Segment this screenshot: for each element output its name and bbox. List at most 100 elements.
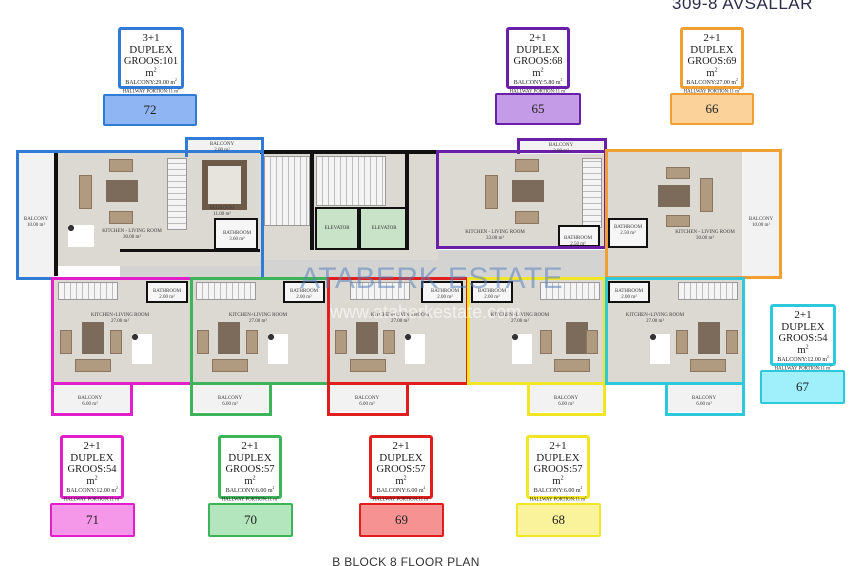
unit-67-balcony [668,382,742,412]
unit-type: 2+1 DUPLEX [70,440,114,465]
unit-72-balcony-top [187,139,259,153]
hallway-area: HALLWAY PORTION:11 m2 [122,86,180,95]
unit-71-stairs [58,282,118,300]
elevator-2: ELEVATOR [359,207,409,250]
unit-67-outline [605,277,745,385]
armchair [515,159,539,172]
unit-66-number-tag[interactable]: 66 [670,93,754,125]
unit-70-info-card: 2+1 DUPLEX GROOS:57 m2 BALCONY:6.00 m2 H… [218,435,282,516]
balcony-area: BALCONY:29.00 m2 [125,78,177,87]
balcony-area: BALCONY:6.00 m2 [376,486,426,495]
unit-68-balcony [530,382,603,412]
balcony-area: BALCONY:6.00 m2 [533,486,583,495]
coffee-table [512,180,544,202]
balcony-area: BALCONY:6.00 m2 [225,486,275,495]
unit-71-bathroom [146,281,188,303]
unit-type: 2+1 DUPLEX [379,440,423,465]
balcony-area: BALCONY:12.00 m2 [66,486,118,495]
gross-area: GROOS:54 m2 [778,333,828,356]
sofa [383,330,395,354]
unit-66-info-card: 2+1 DUPLEX GROOS:69 m2 BALCONY:27.00 m2 … [680,27,744,119]
dining-table [405,334,425,364]
armchair [666,167,690,179]
coffee-table [218,322,240,354]
sofa [700,178,713,212]
unit-72-number-tag[interactable]: 72 [103,94,197,126]
unit-65-number-tag[interactable]: 65 [495,93,581,125]
sofa [726,330,738,354]
dining-table [650,334,670,364]
unit-72-stairs [167,158,187,230]
hallway-area: HALLWAY PORTION:11 m2 [372,494,430,503]
unit-71-info-card: 2+1 DUPLEX GROOS:54 m2 BALCONY:12.00 m2 … [60,435,124,516]
wall [54,150,58,276]
hallway-area: HALLWAY PORTION:11 m2 [683,86,741,95]
dining-table [512,334,532,364]
unit-72-info-card: 3+1 DUPLEX GROOS:101 m2 BALCONY:29.00 m2… [118,27,184,119]
unit-70-bathroom [283,281,325,303]
coffee-table [82,322,104,354]
sofa [335,330,347,354]
wall [310,154,314,250]
unit-68-outline [467,277,606,385]
elevator-1: ELEVATOR [315,207,359,250]
unit-69-stairs [350,282,410,300]
stairs-core-right [316,156,386,206]
hallway-area: HALLWAY PORTION:11 m2 [509,86,567,95]
unit-type: 2+1 DUPLEX [536,440,580,465]
unit-71-number-tag[interactable]: 71 [50,503,135,537]
unit-67-stairs [678,282,738,300]
dining-table [68,225,94,247]
watermark-url: www.ataberkestate.com [330,302,522,322]
coffee-table [106,180,138,202]
unit-68-bathroom [471,281,513,303]
unit-66-outline [605,149,782,279]
sofa [197,330,209,354]
sofa [246,330,258,354]
gross-area: GROOS:54 m2 [67,464,117,487]
unit-71-outline-balcony [51,382,133,416]
hallway-area: HALLWAY PORTION:11 m2 [63,494,121,503]
unit-72-balcony-left [18,152,54,280]
unit-67-number-tag[interactable]: 67 [760,370,845,404]
sofa [586,330,598,354]
unit-70-number-tag[interactable]: 70 [208,503,293,537]
gross-area: GROOS:68 m2 [513,56,563,79]
sofa [485,175,498,209]
balcony-area: BALCONY:12.00 m2 [777,355,829,364]
hallway-area: HALLWAY PORTION:11 m2 [529,494,587,503]
unit-67-outline-balcony [665,382,745,416]
unit-72-bathroom [214,218,258,250]
wall [260,150,438,154]
unit-69-number-tag[interactable]: 69 [359,503,444,537]
unit-66-bathroom [608,218,648,248]
coffee-table [356,322,378,354]
sofa [75,359,111,372]
unit-68-number-tag[interactable]: 68 [516,503,601,537]
project-title: 309-8 AVSALLAR [672,0,813,13]
unit-69-balcony [330,382,406,412]
unit-71-balcony [54,382,130,412]
wall [120,249,260,252]
gross-area: GROOS:57 m2 [225,464,275,487]
unit-type: 2+1 DUPLEX [690,32,734,57]
gross-area: GROOS:57 m2 [533,464,583,487]
